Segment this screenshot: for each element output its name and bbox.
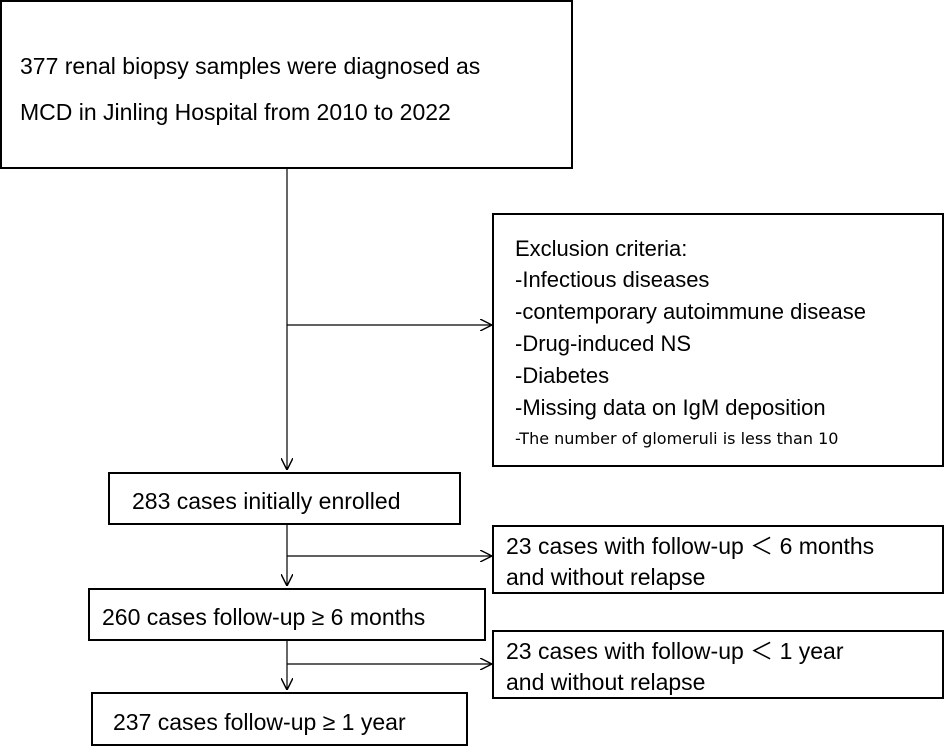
exclusion-item-drug-induced: -Drug-induced NS (515, 331, 692, 356)
source-samples-line-1: 377 renal biopsy samples were diagnosed … (20, 53, 481, 79)
exclusion-criteria-title: Exclusion criteria: (515, 236, 688, 261)
exclusion-item-autoimmune: -contemporary autoimmune disease (515, 299, 866, 324)
exclusion-item-glomeruli: -The number of glomeruli is less than 10 (515, 429, 839, 448)
exclusion-item-diabetes: -Diabetes (515, 363, 610, 388)
excluded-1-year-line-2: and without relapse (506, 669, 706, 695)
source-samples-line-2: MCD in Jinling Hospital from 2010 to 202… (20, 99, 451, 125)
exclusion-criteria-box: Exclusion criteria: -Infectious diseases… (492, 213, 944, 467)
followup-6-months-box: 260 cases follow-up ≥ 6 months (88, 588, 486, 641)
followup-6-months-text: 260 cases follow-up ≥ 6 months (102, 604, 426, 630)
exclusion-item-infectious: -Infectious diseases (515, 267, 710, 292)
initially-enrolled-text: 283 cases initially enrolled (132, 488, 401, 514)
initially-enrolled-box: 283 cases initially enrolled (108, 472, 461, 525)
exclusion-item-igm-missing: -Missing data on IgM deposition (515, 395, 826, 420)
excluded-1-year-box: 23 cases with follow-up ＜ 1 year and wit… (492, 630, 944, 699)
source-samples-box: 377 renal biopsy samples were diagnosed … (0, 0, 573, 169)
excluded-6-months-line-1: 23 cases with follow-up ＜ 6 months (506, 533, 875, 559)
followup-1-year-box: 237 cases follow-up ≥ 1 year (91, 692, 468, 746)
followup-1-year-text: 237 cases follow-up ≥ 1 year (113, 709, 406, 735)
excluded-6-months-box: 23 cases with follow-up ＜ 6 months and w… (492, 525, 944, 594)
excluded-1-year-line-1: 23 cases with follow-up ＜ 1 year (506, 638, 844, 664)
excluded-6-months-line-2: and without relapse (506, 564, 706, 590)
